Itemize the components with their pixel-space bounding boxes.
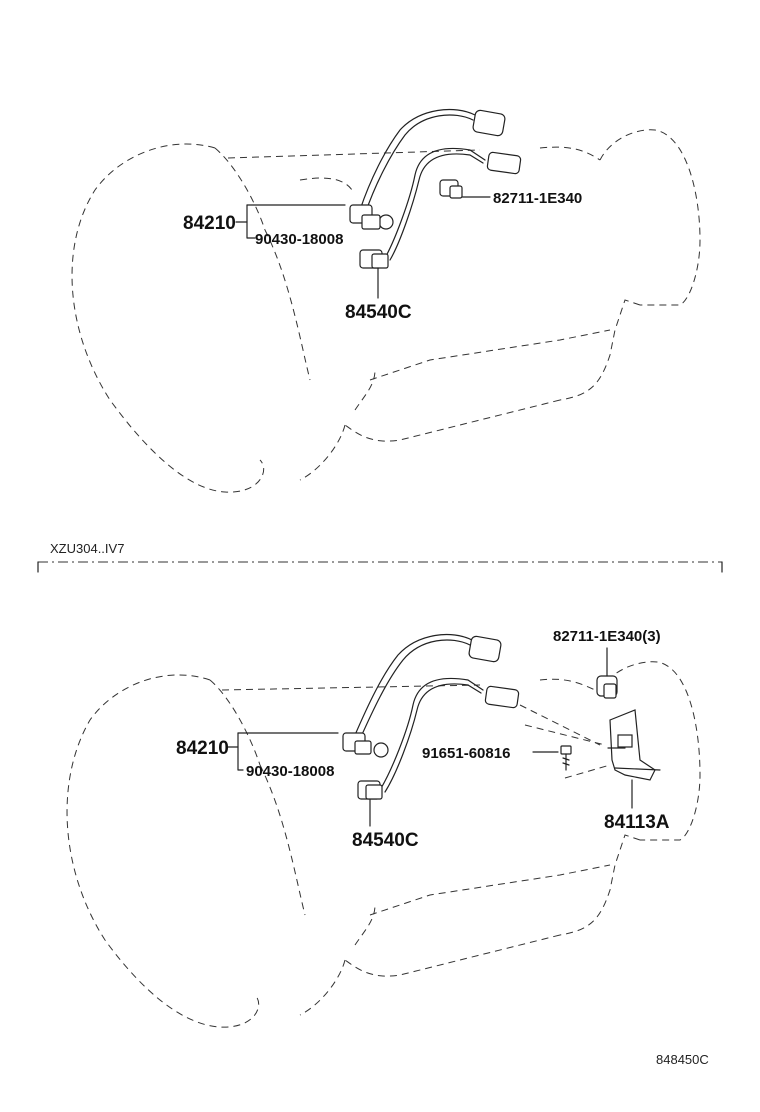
lower-label-gasket: 90430-18008 <box>246 763 334 780</box>
lower-label-bolt: 91651-60816 <box>422 745 510 762</box>
condition-divider: XZU304..IV7 <box>37 541 723 573</box>
upper-connector-82711 <box>439 179 463 199</box>
upper-label-gasket: 90430-18008 <box>255 231 343 248</box>
lower-assembly: 82711-1E340(3) 84210 90430-18008 91651-6… <box>66 628 701 1028</box>
lower-oil-pressure-switch <box>342 732 383 800</box>
upper-oil-pressure-switch <box>349 204 389 269</box>
upper-leaders <box>235 196 491 299</box>
lower-label-connector: 82711-1E340(3) <box>553 628 661 645</box>
upper-label-switch: 84540C <box>345 302 412 323</box>
lower-label-bracket: 84113A <box>604 812 670 833</box>
lower-transmission-outline <box>66 661 701 1028</box>
divider-condition-code: XZU304..IV7 <box>50 541 124 556</box>
upper-label-connector: 82711-1E340 <box>493 190 582 207</box>
lower-bracket-84113a <box>607 709 661 781</box>
lower-bolt-91651 <box>560 745 572 771</box>
lower-connector-82711 <box>596 675 618 699</box>
lower-wire-harness <box>354 634 520 793</box>
lower-leaders <box>227 647 633 827</box>
upper-transmission-outline <box>71 129 701 493</box>
upper-label-harness: 84210 <box>183 213 236 234</box>
lower-label-switch: 84540C <box>352 830 419 851</box>
figure-id: 848450C <box>656 1052 709 1067</box>
upper-assembly: 84210 90430-18008 82711-1E340 84540C <box>71 109 701 493</box>
lower-label-harness: 84210 <box>176 738 229 759</box>
upper-wire-harness <box>359 109 522 261</box>
